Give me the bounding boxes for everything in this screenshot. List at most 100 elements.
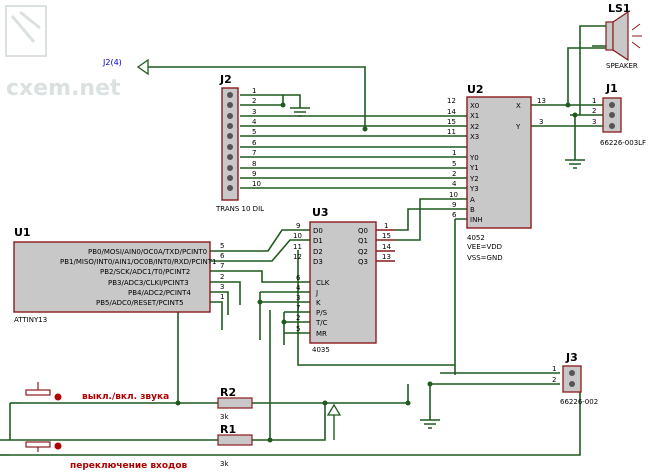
j1-name: 66226-003LF: [600, 139, 646, 147]
u3-pin-j: J: [315, 289, 318, 297]
u3-name: 4035: [312, 346, 330, 354]
u3-pin-mr: MR: [316, 330, 327, 338]
u3-pin-clk: CLK: [316, 279, 330, 287]
j3-name: 66226-002: [560, 398, 598, 406]
switch-inputs: переключение входов: [22, 439, 187, 471]
u2-num: 3: [539, 118, 543, 126]
u1-pin-pb3: PB3/ADC3/CLKI/PCINT3: [108, 279, 189, 287]
u2-pin-y3: Y3: [469, 185, 479, 193]
u2-pin-x2: X2: [470, 123, 479, 131]
r2-ref: R2: [220, 386, 236, 399]
connector-j3: J3 1 2 66226-002: [552, 351, 598, 406]
u2-num: 10: [449, 191, 458, 199]
u3-num: 4: [296, 284, 301, 292]
u2-pin-y0: Y0: [469, 154, 479, 162]
u2-num: 5: [452, 160, 456, 168]
chip-u1: U1 PB0/MOSI/AIN0/OC0A/TXD/PCINT0 PB1/MIS…: [13, 226, 225, 324]
power-arrow-icon: [326, 403, 342, 440]
switch-led-icon: [54, 393, 62, 401]
u2-num: 11: [447, 128, 456, 136]
j2-pin-7: 7: [252, 149, 256, 157]
net-label-j2-4: J2(4): [102, 58, 122, 67]
switch-led-icon: [54, 442, 62, 450]
u1-num: 2: [220, 273, 224, 281]
u3-num: 1: [384, 222, 388, 230]
ground-icon: [290, 107, 310, 117]
u3-num: 7: [296, 304, 300, 312]
speaker-ls1: LS1 SPEAKER: [579, 2, 642, 70]
u3-pin-q3: Q3: [358, 258, 368, 266]
u1-pin-pb5: PB5/ADC0/RESET/PCINT5: [96, 299, 184, 307]
u3-pin-tc: T/C: [315, 319, 328, 327]
ls1-ref: LS1: [608, 2, 631, 15]
u2-pin-a: A: [470, 196, 475, 204]
u2-num: 15: [447, 118, 456, 126]
j2-pin-5: 5: [252, 128, 256, 136]
u2-pin-y1: Y1: [469, 164, 479, 172]
j1-pin-1: 1: [592, 97, 596, 105]
j1-ref: J1: [605, 82, 618, 95]
u2-num: 14: [447, 108, 456, 116]
u2-num: 1: [452, 149, 456, 157]
resistor-r2: R2 3k: [217, 386, 253, 421]
junction-dots: [175, 102, 578, 443]
u1-num: 6: [220, 252, 225, 260]
j2-pin-8: 8: [252, 160, 256, 168]
j2-pin-4: 4: [252, 118, 257, 126]
u2-num: 12: [447, 97, 456, 105]
u3-num: 10: [293, 232, 302, 240]
u2-note-vee: VEE=VDD: [467, 243, 502, 251]
j1-pin-3: 3: [592, 118, 596, 126]
u3-ref: U3: [312, 206, 329, 219]
u3-pin-q0: Q0: [358, 227, 368, 235]
u3-pin-d0: D0: [313, 227, 323, 235]
watermark-text: cxem.net: [6, 76, 121, 101]
u3-num: 14: [382, 243, 391, 251]
u2-pin-b: B: [470, 206, 475, 214]
j3-ref: J3: [565, 351, 578, 364]
u3-num: 11: [293, 243, 302, 251]
j2-pin-6: 6: [252, 139, 257, 147]
u3-num: 13: [382, 253, 391, 261]
u3-num: 2: [296, 314, 300, 322]
u1-pin-pb2: PB2/SCK/ADC1/T0/PCINT2: [100, 268, 190, 276]
u3-pin-q2: Q2: [358, 248, 368, 256]
switch-inputs-label: переключение входов: [70, 461, 187, 471]
chip-u3: U3 D0 D1 D2 D3 CLK J K P/S T/C MR 9 10 1…: [293, 206, 395, 354]
j2-pin-9: 9: [252, 170, 256, 178]
u2-pin-x0: X0: [470, 102, 479, 110]
r1-ref: R1: [220, 423, 236, 436]
cxem-logo: cxem.net: [5, 5, 121, 101]
j3-pin-2: 2: [552, 376, 556, 384]
u3-pin-d2: D2: [313, 248, 323, 256]
j2-pin-10: 10: [252, 180, 261, 188]
switch-sound: выкл./вкл. звука: [22, 382, 169, 404]
u2-num: 13: [537, 97, 546, 105]
u2-pin-inh: INH: [470, 216, 483, 224]
u1-ref: U1: [14, 226, 31, 239]
u1-name: ATTINY13: [14, 316, 47, 324]
u2-pin-y2: Y2: [469, 175, 479, 183]
j3-pin-1: 1: [552, 365, 556, 373]
u2-num: 9: [452, 201, 456, 209]
u2-num: 6: [452, 211, 457, 219]
u3-pin-d3: D3: [313, 258, 323, 266]
u3-num: 3: [296, 294, 300, 302]
r1-value: 3k: [220, 460, 229, 468]
u2-note-vss: VSS=GND: [467, 254, 503, 262]
ground-icon: [420, 419, 440, 429]
connector-j1: J1 1 2 3 66226-003LF: [592, 82, 646, 147]
u3-num: 6: [296, 274, 301, 282]
u1-num: 5: [220, 242, 224, 250]
u3-pin-ps: P/S: [316, 309, 328, 317]
j2-pin-2: 2: [252, 97, 256, 105]
u3-num: 5: [296, 325, 300, 333]
j2-pin-3: 3: [252, 108, 256, 116]
j2-name: TRANS 10 DIL: [215, 205, 264, 213]
u3-num: 12: [293, 253, 302, 261]
j1-pin-2: 2: [592, 107, 596, 115]
net-arrow-icon: [136, 58, 149, 76]
u2-pin-x1: X1: [470, 112, 479, 120]
u1-pin-pb0: PB0/MOSI/AIN0/OC0A/TXD/PCINT0: [88, 248, 207, 256]
